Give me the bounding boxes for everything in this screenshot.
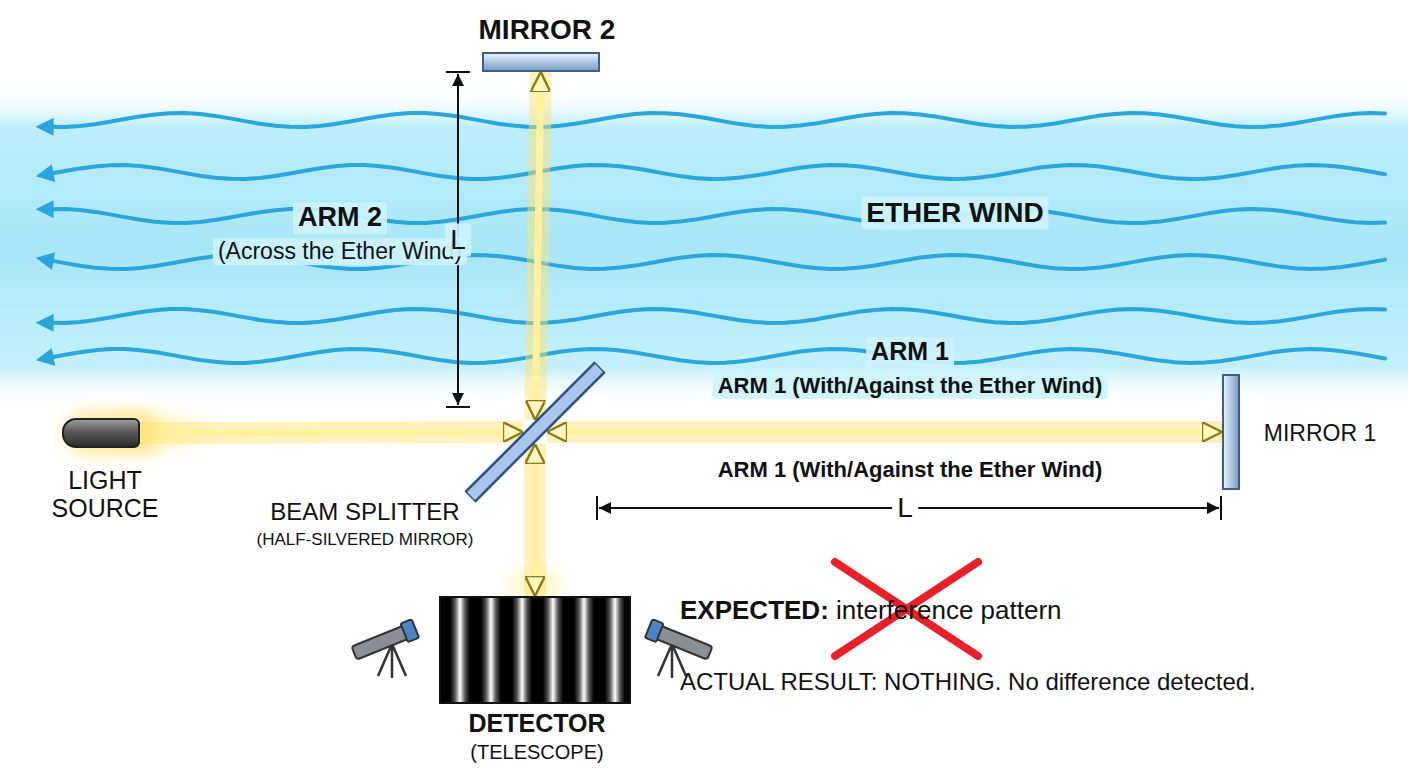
component-label: DETECTOR (468, 710, 605, 738)
arm-label: ARM 1 (866, 337, 954, 367)
component-label: LIGHT SOURCE (30, 467, 180, 522)
beam-core (532, 444, 539, 596)
detector: DETECTOR(TELESCOPE) (439, 596, 631, 704)
arm-label: ARM 2 (293, 202, 387, 234)
component-label: (HALF-SILVERED MIRROR) (257, 531, 474, 550)
telescope-icon (350, 619, 419, 678)
light-source: LIGHT SOURCE (62, 418, 140, 448)
light-beam (535, 72, 541, 420)
ether-band (0, 88, 1408, 406)
light-beam (547, 432, 1222, 433)
wind-wave (50, 113, 1385, 127)
arm-note: (Across the Ether Wind) (213, 238, 467, 265)
wind-label: ETHER WIND (861, 197, 1048, 230)
wind-wave (50, 309, 1385, 323)
component-label: BEAM SPLITTER (270, 499, 459, 525)
beam-glow (140, 421, 523, 444)
wind-wave (50, 165, 1385, 179)
dimension-label: L (445, 224, 471, 257)
beam-core (547, 429, 1222, 436)
beam-glow (524, 444, 546, 596)
ether-wind-waves (50, 113, 1385, 363)
beam-core (535, 72, 541, 420)
beam-glow (547, 421, 1222, 443)
beam-glow (535, 72, 541, 420)
component-label: MIRROR 2 (479, 15, 616, 46)
light-beam (535, 444, 536, 596)
expected-note: EXPECTED: interference pattern (680, 596, 1062, 625)
beam-splitter: BEAM SPLITTER(HALF-SILVERED MIRROR) (523, 420, 547, 444)
arm-label: ARM 1 (With/Against the Ether Wind) (713, 373, 1108, 399)
half-silvered-mirror (458, 355, 612, 509)
dimension-label: L (892, 492, 918, 525)
light-beam (140, 432, 523, 434)
result-note: ACTUAL RESULT: NOTHING. No difference de… (680, 669, 1256, 695)
wind-wave (50, 209, 1385, 223)
beam-core (140, 429, 523, 437)
component-label: MIRROR 1 (1264, 421, 1376, 446)
arm-label: ARM 1 (With/Against the Ether Wind) (713, 457, 1108, 483)
component-label: (TELESCOPE) (470, 741, 603, 763)
dimension-arm-2 (446, 72, 470, 407)
mirror: MIRROR 2 (482, 52, 600, 72)
wind-wave (50, 349, 1385, 363)
mirror: MIRROR 1 (1222, 374, 1240, 490)
